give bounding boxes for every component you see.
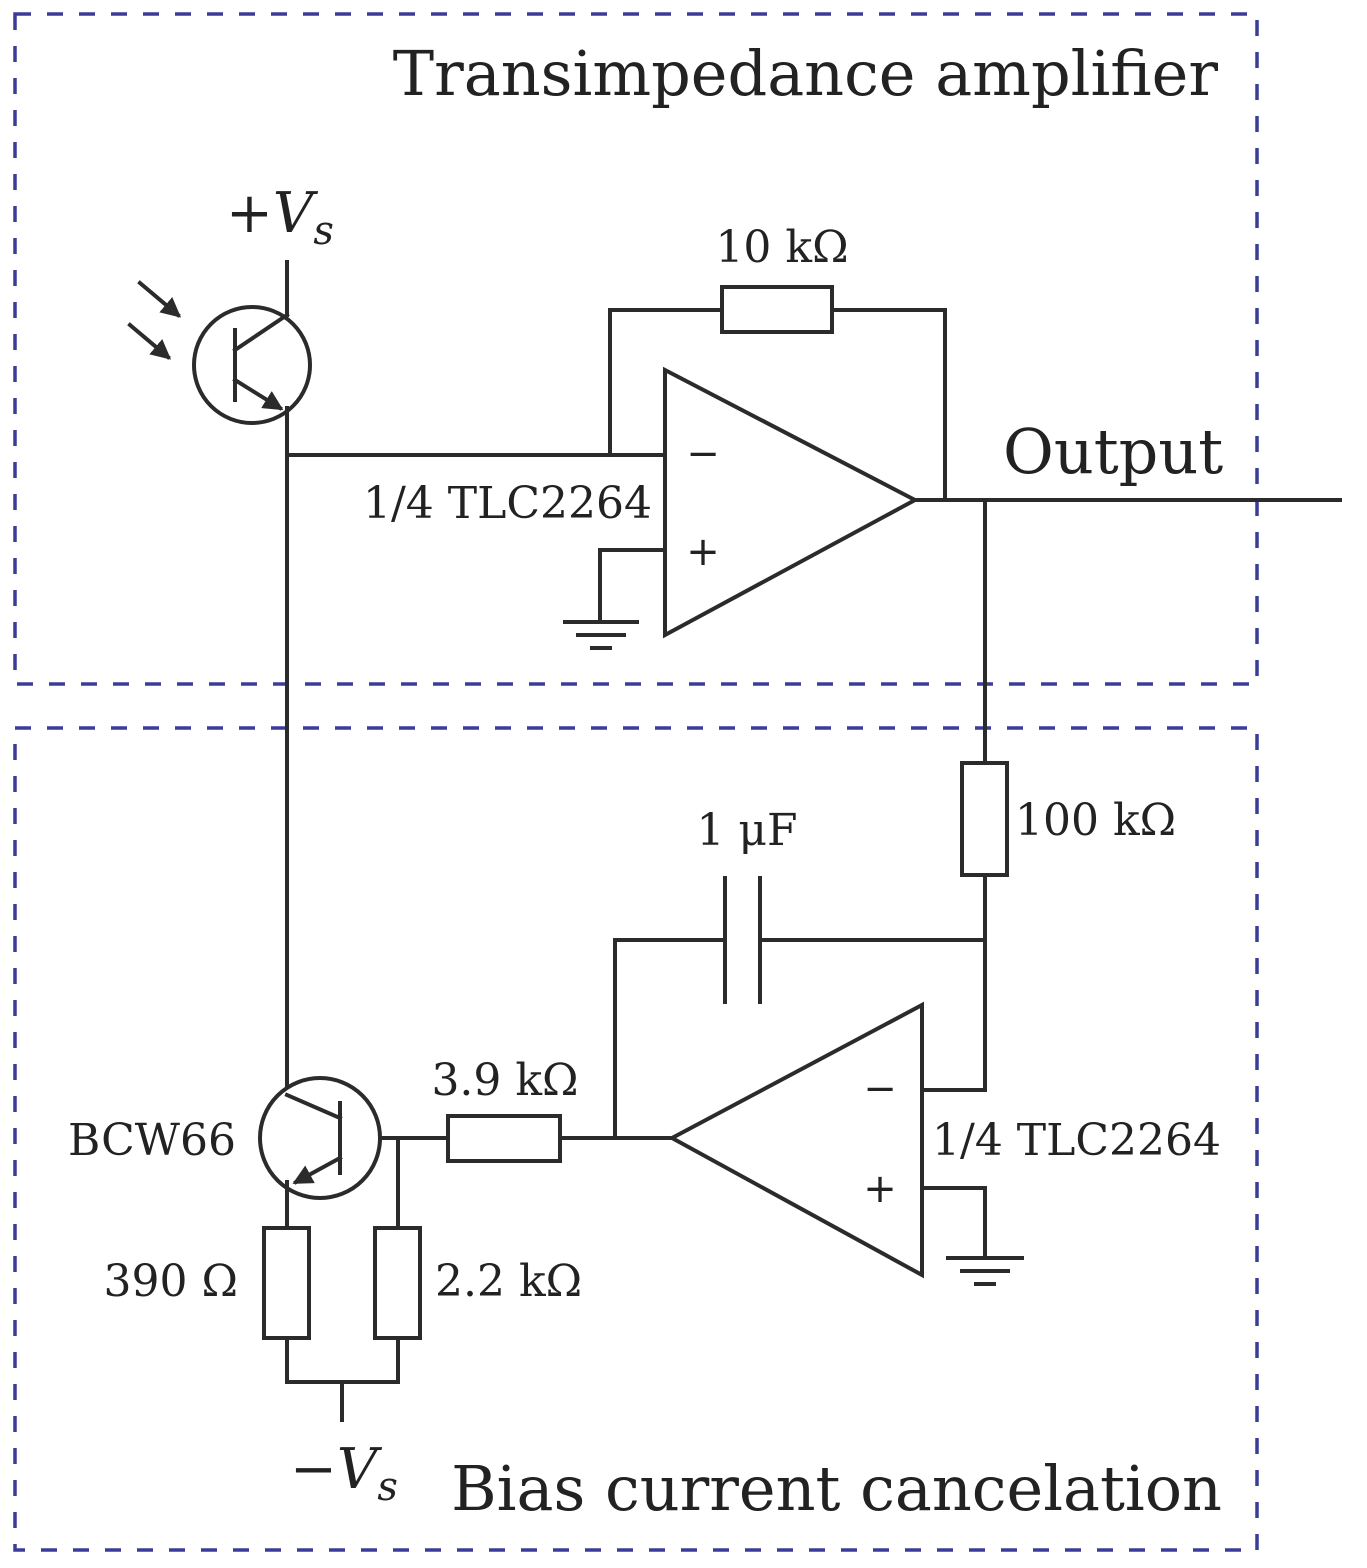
opamp-icon: − + — [667, 1001, 924, 1279]
capacitor-1uf — [723, 876, 762, 1004]
bias-section-box — [13, 726, 1259, 1552]
resistor-100k-label: 100 kΩ — [1015, 795, 1176, 846]
negative-supply-label: −Vs — [290, 1437, 398, 1510]
resistor-390-label: 390 Ω — [104, 1256, 238, 1307]
phototransistor-icon — [127, 260, 312, 457]
opamp-bottom-plus: + — [863, 1166, 897, 1212]
opamp-top-plus: + — [686, 529, 720, 575]
ground-icon — [946, 1256, 1024, 1286]
resistor-3k9-label: 3.9 kΩ — [431, 1055, 578, 1106]
opamp-bottom-minus: − — [863, 1066, 897, 1112]
tia-section-title: Transimpedance amplifier — [393, 37, 1219, 110]
opamp-bottom-label: 1/4 TLC2264 — [932, 1115, 1221, 1166]
resistor-10k — [720, 285, 834, 334]
tia-section-box — [13, 12, 1259, 686]
resistor-10k-label: 10 kΩ — [715, 222, 848, 273]
pnp-transistor-icon — [258, 1076, 382, 1230]
transistor-label: BCW66 — [68, 1115, 236, 1166]
tia-feedback-wire — [608, 308, 724, 457]
opamp-top-label: 1/4 TLC2264 — [363, 478, 652, 529]
resistor-3k9 — [446, 1114, 562, 1163]
opamp-top-minus: − — [686, 431, 720, 477]
positive-supply-label: +Vs — [226, 181, 334, 254]
resistor-2k2-label: 2.2 kΩ — [435, 1256, 582, 1307]
integrator-feedback-wire — [613, 938, 727, 1140]
resistor-2k2 — [373, 1226, 422, 1340]
ground-icon — [563, 620, 639, 650]
resistor-100k — [960, 761, 1009, 877]
opamp-icon: − + — [663, 366, 920, 639]
bias-section-title: Bias current cancelation — [451, 1452, 1222, 1525]
resistor-390 — [262, 1226, 311, 1340]
output-label: Output — [1003, 415, 1223, 488]
capacitor-1uf-label: 1 μF — [696, 805, 797, 856]
